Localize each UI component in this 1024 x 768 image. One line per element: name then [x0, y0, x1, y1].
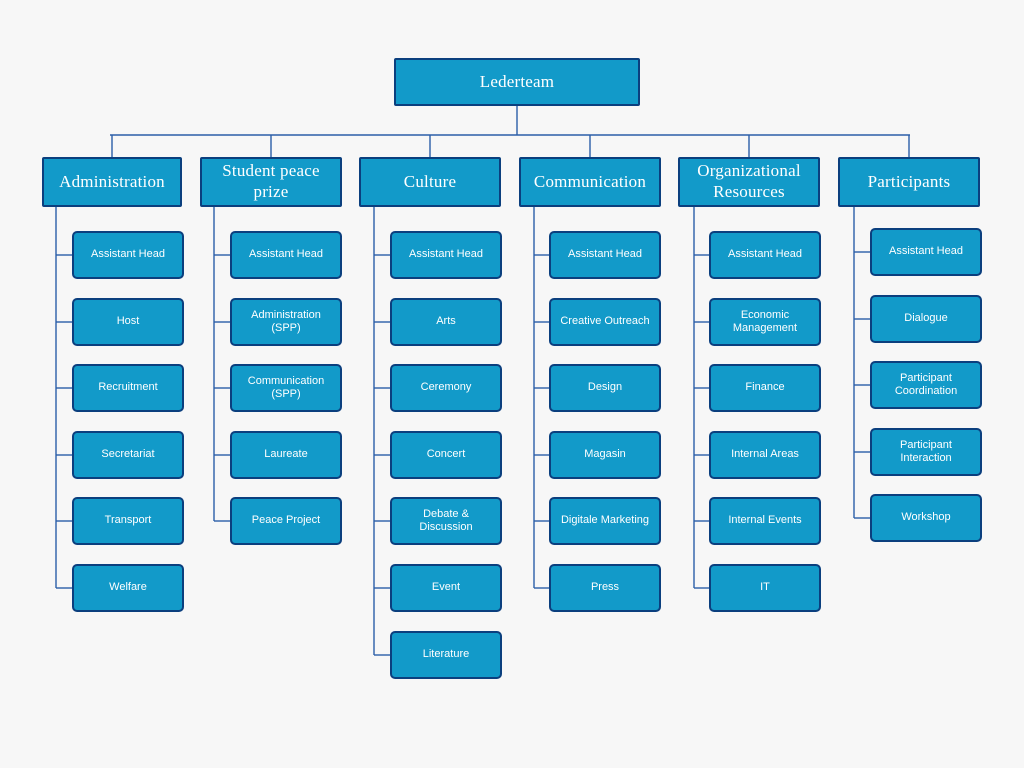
leaf-node-0-4-label: Transport	[104, 514, 152, 527]
leaf-node-0-1-label: Host	[116, 315, 140, 328]
leaf-node-2-6[interactable]: Literature	[390, 631, 502, 679]
leaf-node-2-4[interactable]: Debate & Discussion	[390, 497, 502, 545]
leaf-node-3-3[interactable]: Magasin	[549, 431, 661, 479]
dept-node-2[interactable]: Culture	[359, 157, 501, 207]
leaf-node-0-1[interactable]: Host	[72, 298, 184, 346]
leaf-node-4-2[interactable]: Finance	[709, 364, 821, 412]
leaf-node-0-2[interactable]: Recruitment	[72, 364, 184, 412]
dept-node-0-label: Administration	[59, 171, 165, 191]
leaf-node-2-6-label: Literature	[422, 648, 470, 661]
leaf-node-2-3-label: Concert	[426, 448, 466, 461]
leaf-node-4-3-label: Internal Areas	[731, 448, 799, 461]
dept-node-5-label: Participants	[867, 171, 951, 191]
leaf-node-4-1[interactable]: Economic Management	[709, 298, 821, 346]
leaf-node-3-2-label: Design	[587, 381, 623, 394]
leaf-node-0-0[interactable]: Assistant Head	[72, 231, 184, 279]
leaf-node-2-3[interactable]: Concert	[390, 431, 502, 479]
leaf-node-1-2[interactable]: Communication (SPP)	[230, 364, 342, 412]
leaf-node-1-2-label: Communication (SPP)	[247, 374, 325, 400]
leaf-node-5-3[interactable]: Participant Interaction	[870, 428, 982, 476]
leaf-node-3-4[interactable]: Digitale Marketing	[549, 497, 661, 545]
leaf-node-5-4[interactable]: Workshop	[870, 494, 982, 542]
dept-node-4[interactable]: Organizational Resources	[678, 157, 820, 207]
leaf-node-2-2[interactable]: Ceremony	[390, 364, 502, 412]
dept-node-3[interactable]: Communication	[519, 157, 661, 207]
leaf-node-0-3-label: Secretariat	[101, 448, 155, 461]
leaf-node-2-0-label: Assistant Head	[409, 248, 483, 261]
leaf-node-4-0[interactable]: Assistant Head	[709, 231, 821, 279]
dept-node-1-label: Student peace prize	[222, 161, 320, 201]
leaf-node-5-4-label: Workshop	[901, 511, 951, 524]
leaf-node-0-4[interactable]: Transport	[72, 497, 184, 545]
leaf-node-4-4-label: Internal Events	[728, 514, 802, 527]
leaf-node-4-4[interactable]: Internal Events	[709, 497, 821, 545]
leaf-node-3-2[interactable]: Design	[549, 364, 661, 412]
leaf-node-4-5[interactable]: IT	[709, 564, 821, 612]
leaf-node-3-0[interactable]: Assistant Head	[549, 231, 661, 279]
leaf-node-2-1[interactable]: Arts	[390, 298, 502, 346]
leaf-node-2-2-label: Ceremony	[420, 381, 472, 394]
leaf-node-5-2-label: Participant Coordination	[894, 371, 958, 397]
leaf-node-5-0-label: Assistant Head	[889, 245, 963, 258]
root-node-label: Lederteam	[479, 71, 555, 91]
leaf-node-3-1[interactable]: Creative Outreach	[549, 298, 661, 346]
leaf-node-1-3-label: Laureate	[264, 448, 308, 461]
leaf-node-5-3-label: Participant Interaction	[900, 438, 952, 464]
leaf-node-2-4-label: Debate & Discussion	[419, 507, 473, 533]
leaf-node-3-0-label: Assistant Head	[568, 248, 642, 261]
leaf-node-3-3-label: Magasin	[584, 448, 626, 461]
leaf-node-1-4-label: Peace Project	[251, 514, 321, 527]
leaf-node-4-2-label: Finance	[745, 381, 785, 394]
leaf-node-4-5-label: IT	[760, 581, 770, 594]
leaf-node-4-3[interactable]: Internal Areas	[709, 431, 821, 479]
dept-node-5[interactable]: Participants	[838, 157, 980, 207]
leaf-node-3-5[interactable]: Press	[549, 564, 661, 612]
leaf-node-3-5-label: Press	[590, 581, 620, 594]
leaf-node-1-4[interactable]: Peace Project	[230, 497, 342, 545]
leaf-node-2-5-label: Event	[431, 581, 461, 594]
leaf-node-1-3[interactable]: Laureate	[230, 431, 342, 479]
leaf-node-1-1[interactable]: Administration (SPP)	[230, 298, 342, 346]
leaf-node-1-0-label: Assistant Head	[249, 248, 323, 261]
leaf-node-2-1-label: Arts	[436, 315, 456, 328]
leaf-node-0-0-label: Assistant Head	[91, 248, 165, 261]
dept-node-0[interactable]: Administration	[42, 157, 182, 207]
leaf-node-4-1-label: Economic Management	[732, 308, 798, 334]
leaf-node-5-2[interactable]: Participant Coordination	[870, 361, 982, 409]
leaf-node-1-1-label: Administration (SPP)	[251, 308, 321, 334]
dept-node-1[interactable]: Student peace prize	[200, 157, 342, 207]
leaf-node-0-2-label: Recruitment	[98, 381, 158, 394]
dept-node-4-label: Organizational Resources	[697, 161, 801, 201]
dept-node-3-label: Communication	[533, 171, 647, 191]
leaf-node-0-5[interactable]: Welfare	[72, 564, 184, 612]
root-node[interactable]: Lederteam	[394, 58, 640, 106]
leaf-node-5-0[interactable]: Assistant Head	[870, 228, 982, 276]
leaf-node-5-1[interactable]: Dialogue	[870, 295, 982, 343]
leaf-node-3-1-label: Creative Outreach	[560, 315, 650, 328]
leaf-node-3-4-label: Digitale Marketing	[560, 514, 650, 527]
leaf-node-2-0[interactable]: Assistant Head	[390, 231, 502, 279]
leaf-node-4-0-label: Assistant Head	[728, 248, 802, 261]
leaf-node-0-3[interactable]: Secretariat	[72, 431, 184, 479]
leaf-node-5-1-label: Dialogue	[904, 312, 948, 325]
leaf-node-1-0[interactable]: Assistant Head	[230, 231, 342, 279]
leaf-node-2-5[interactable]: Event	[390, 564, 502, 612]
leaf-node-0-5-label: Welfare	[109, 581, 147, 594]
dept-node-2-label: Culture	[403, 171, 457, 191]
